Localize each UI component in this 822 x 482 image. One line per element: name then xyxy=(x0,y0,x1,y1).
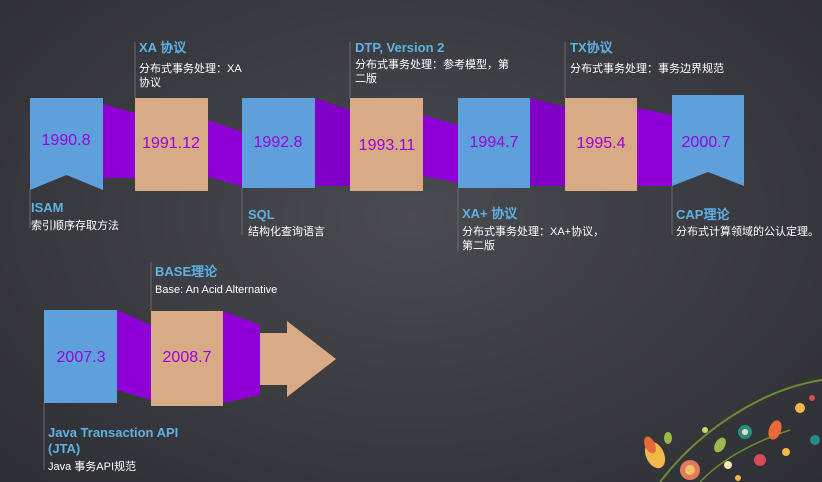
milestone-desc: Java 事务API规范 xyxy=(48,461,137,473)
milestone-title: DTP, Version 2 xyxy=(355,40,445,55)
year-label: 1991.12 xyxy=(142,135,200,152)
milestone-title: SQL xyxy=(248,207,275,222)
year-label: 1992.8 xyxy=(254,134,303,151)
milestone-desc: 索引顺序存取方法 xyxy=(31,220,119,232)
year-label: 2008.7 xyxy=(163,349,212,366)
connector xyxy=(223,311,260,403)
year-label: 1993.11 xyxy=(359,137,416,154)
timeline-box-2008 xyxy=(151,311,223,406)
milestone-desc: 结构化查询语言 xyxy=(248,226,325,238)
milestone-title: XA 协议 xyxy=(139,40,187,55)
connector xyxy=(637,108,672,186)
timeline-box-1994 xyxy=(458,98,530,188)
flower-decoration-icon xyxy=(644,379,822,482)
timeline-ribbon-1990 xyxy=(30,98,103,190)
milestone-title: TX协议 xyxy=(570,40,613,55)
connector xyxy=(315,98,350,186)
milestone-title: CAP理论 xyxy=(676,207,730,222)
arrow-right-icon xyxy=(260,321,336,397)
connector xyxy=(423,115,458,183)
timeline-box-1995 xyxy=(565,98,637,191)
timeline-box-1993 xyxy=(350,98,423,191)
milestone-desc: 分布式计算领域的公认定理。 xyxy=(676,226,819,238)
timeline-box-2007 xyxy=(44,310,117,403)
connector xyxy=(208,120,242,186)
timeline-ribbon-2000 xyxy=(672,95,744,186)
connector xyxy=(117,310,151,400)
timeline-box-1992 xyxy=(242,98,315,188)
milestone-desc: 协议 xyxy=(139,77,161,89)
milestone-desc: 分布式事务处理：参考模型，第 xyxy=(355,59,509,71)
year-label: 2000.7 xyxy=(682,134,731,151)
connector xyxy=(103,104,135,178)
milestone-desc: 二版 xyxy=(355,73,377,85)
timeline-box-1991 xyxy=(135,98,208,191)
connector xyxy=(530,98,565,186)
milestone-title: ISAM xyxy=(31,200,64,215)
milestone-title: (JTA) xyxy=(48,441,81,456)
year-label: 1995.4 xyxy=(577,135,626,152)
year-label: 2007.3 xyxy=(57,349,106,366)
milestone-title: XA+ 协议 xyxy=(462,206,518,221)
milestone-desc: 第二版 xyxy=(462,240,495,252)
milestone-desc: 分布式事务处理：事务边界规范 xyxy=(570,63,724,75)
year-label: 1990.8 xyxy=(42,132,91,149)
milestone-title: BASE理论 xyxy=(155,264,218,279)
milestone-desc: 分布式事务处理：XA xyxy=(139,63,242,75)
milestone-title: Java Transaction API xyxy=(48,425,179,440)
milestone-desc: Base: An Acid Alternative xyxy=(155,284,278,296)
milestone-desc: 分布式事务处理：XA+协议， xyxy=(462,226,605,238)
year-label: 1994.7 xyxy=(470,134,519,151)
